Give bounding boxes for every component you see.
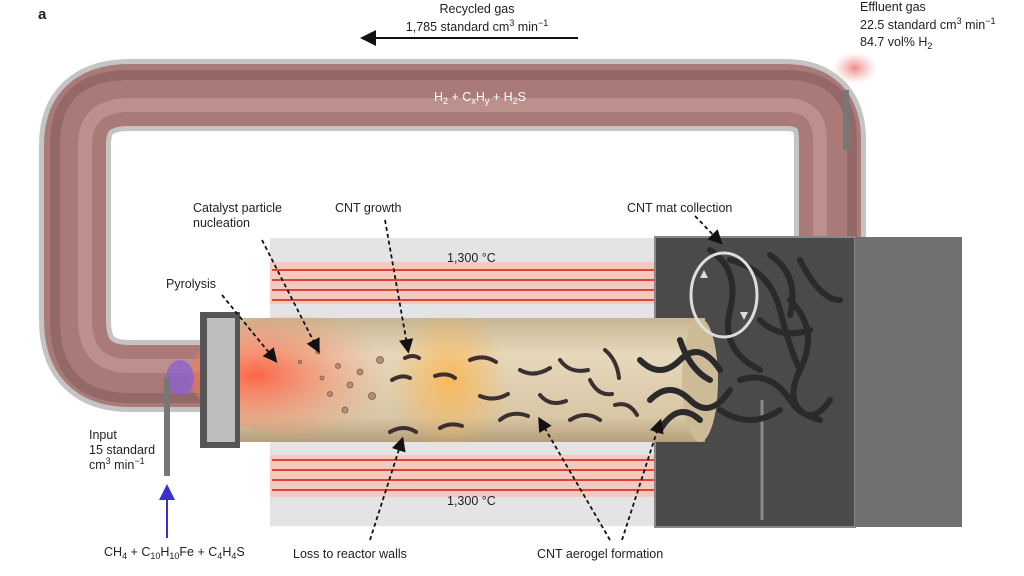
effluent-smoke: [833, 52, 877, 84]
heater-coil-top: [270, 262, 670, 304]
temperature-bottom: 1,300 °C: [447, 494, 496, 508]
label-pyrolysis: Pyrolysis: [166, 277, 216, 291]
recycled-gas-label: Recycled gas 1,785 standard cm3 min−1: [406, 2, 548, 34]
cnt-aerogel: [637, 247, 843, 433]
pipe-gas-composition: H2 + CxHy + H2S: [434, 90, 526, 106]
panel-label: a: [38, 6, 47, 23]
label-loss-to-walls: Loss to reactor walls: [293, 547, 407, 561]
hot-zone-glow: [390, 310, 510, 450]
cnt-strands: [388, 348, 639, 434]
effluent-gas-label: Effluent gas 22.5 standard cm3 min−1 84.…: [860, 0, 996, 51]
feed-composition: CH4 + C10H10Fe + C4H4S: [104, 545, 245, 561]
label-cnt-growth: CNT growth: [335, 201, 402, 215]
inlet-flange-face: [207, 318, 235, 442]
input-label: Input 15 standard cm3 min−1: [89, 428, 155, 472]
svg-text:84.7 vol% H2: 84.7 vol% H2: [860, 35, 932, 51]
collection-chamber-side: [855, 237, 962, 527]
svg-text:Input: Input: [89, 428, 117, 442]
svg-text:cm3 min−1: cm3 min−1: [89, 456, 145, 472]
svg-text:22.5 standard cm3 min−1: 22.5 standard cm3 min−1: [860, 16, 996, 32]
temperature-top: 1,300 °C: [447, 251, 496, 265]
input-pipe: [164, 378, 170, 476]
input-gas-plume: [166, 360, 194, 396]
svg-text:1,785 standard cm3 min−1: 1,785 standard cm3 min−1: [406, 18, 548, 34]
recycle-pipe: [38, 58, 866, 412]
svg-text:Recycled gas: Recycled gas: [439, 2, 514, 16]
pyrolysis-zone: [190, 315, 410, 435]
label-cnt-mat-collection: CNT mat collection: [627, 201, 732, 215]
heater-wires: [272, 269, 668, 491]
callout-arrows: [221, 215, 723, 541]
svg-text:Effluent gas: Effluent gas: [860, 0, 926, 14]
rotation-indicator: [689, 251, 759, 339]
svg-text:15 standard: 15 standard: [89, 443, 155, 457]
label-cnt-aerogel: CNT aerogel formation: [537, 547, 663, 561]
effluent-vent: [843, 90, 849, 150]
